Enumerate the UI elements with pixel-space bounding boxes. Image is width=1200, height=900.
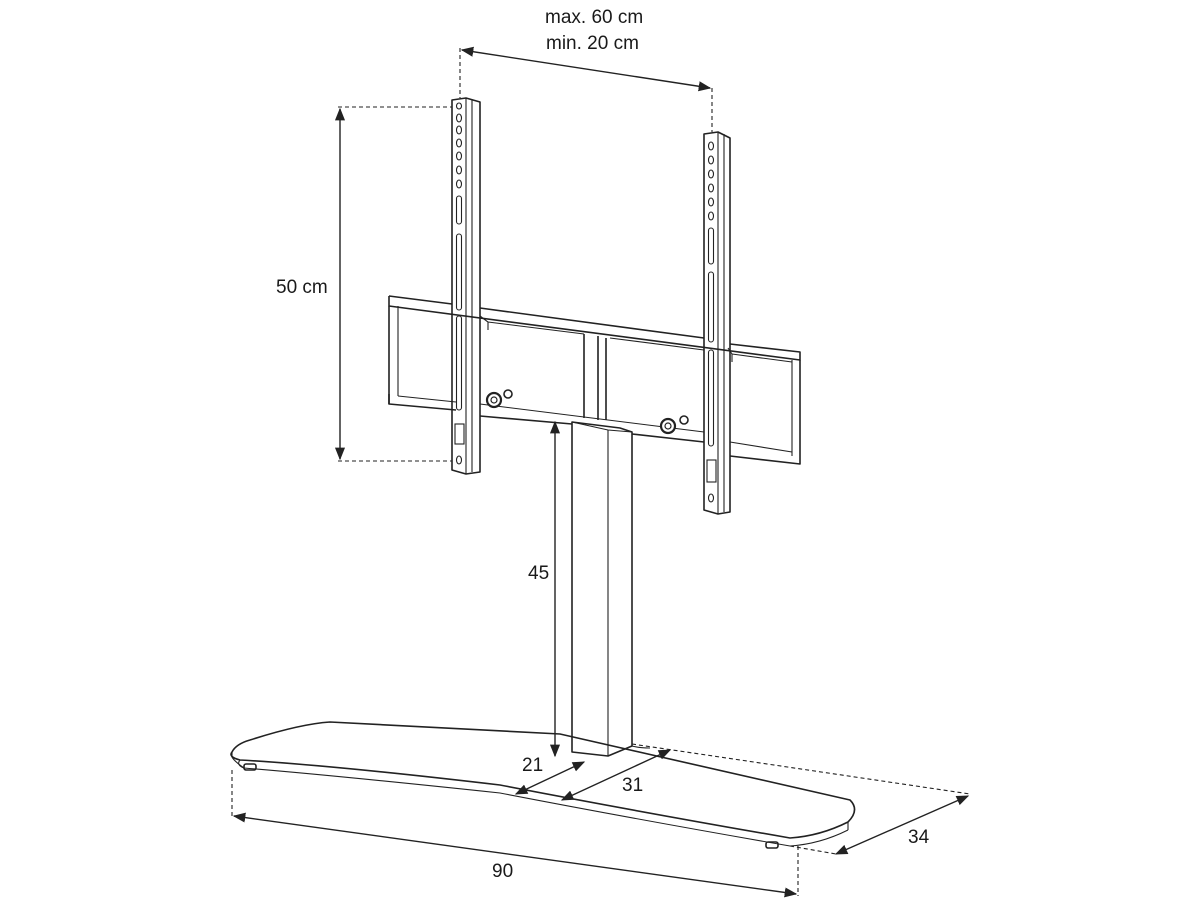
base-width-label: 90 <box>492 861 514 882</box>
height-label: 50 cm <box>276 277 328 298</box>
height-dimension <box>334 106 452 462</box>
left-rail <box>451 97 481 475</box>
cross-bracket <box>388 295 801 465</box>
column-width-label: 21 <box>522 755 544 776</box>
right-rail <box>703 131 731 515</box>
base-width-dimension <box>231 770 799 898</box>
width-dimension <box>459 46 713 132</box>
left-knob-icon <box>485 389 513 409</box>
column-depth-label: 31 <box>622 775 644 796</box>
base-depth-label: 34 <box>908 827 930 848</box>
width-min-label: min. 20 cm <box>546 33 639 54</box>
column-depth-dimension <box>560 749 672 801</box>
column <box>571 421 651 757</box>
width-max-label: max. 60 cm <box>545 7 644 28</box>
right-knob-icon <box>659 415 689 435</box>
column-height-label: 45 <box>528 563 550 584</box>
